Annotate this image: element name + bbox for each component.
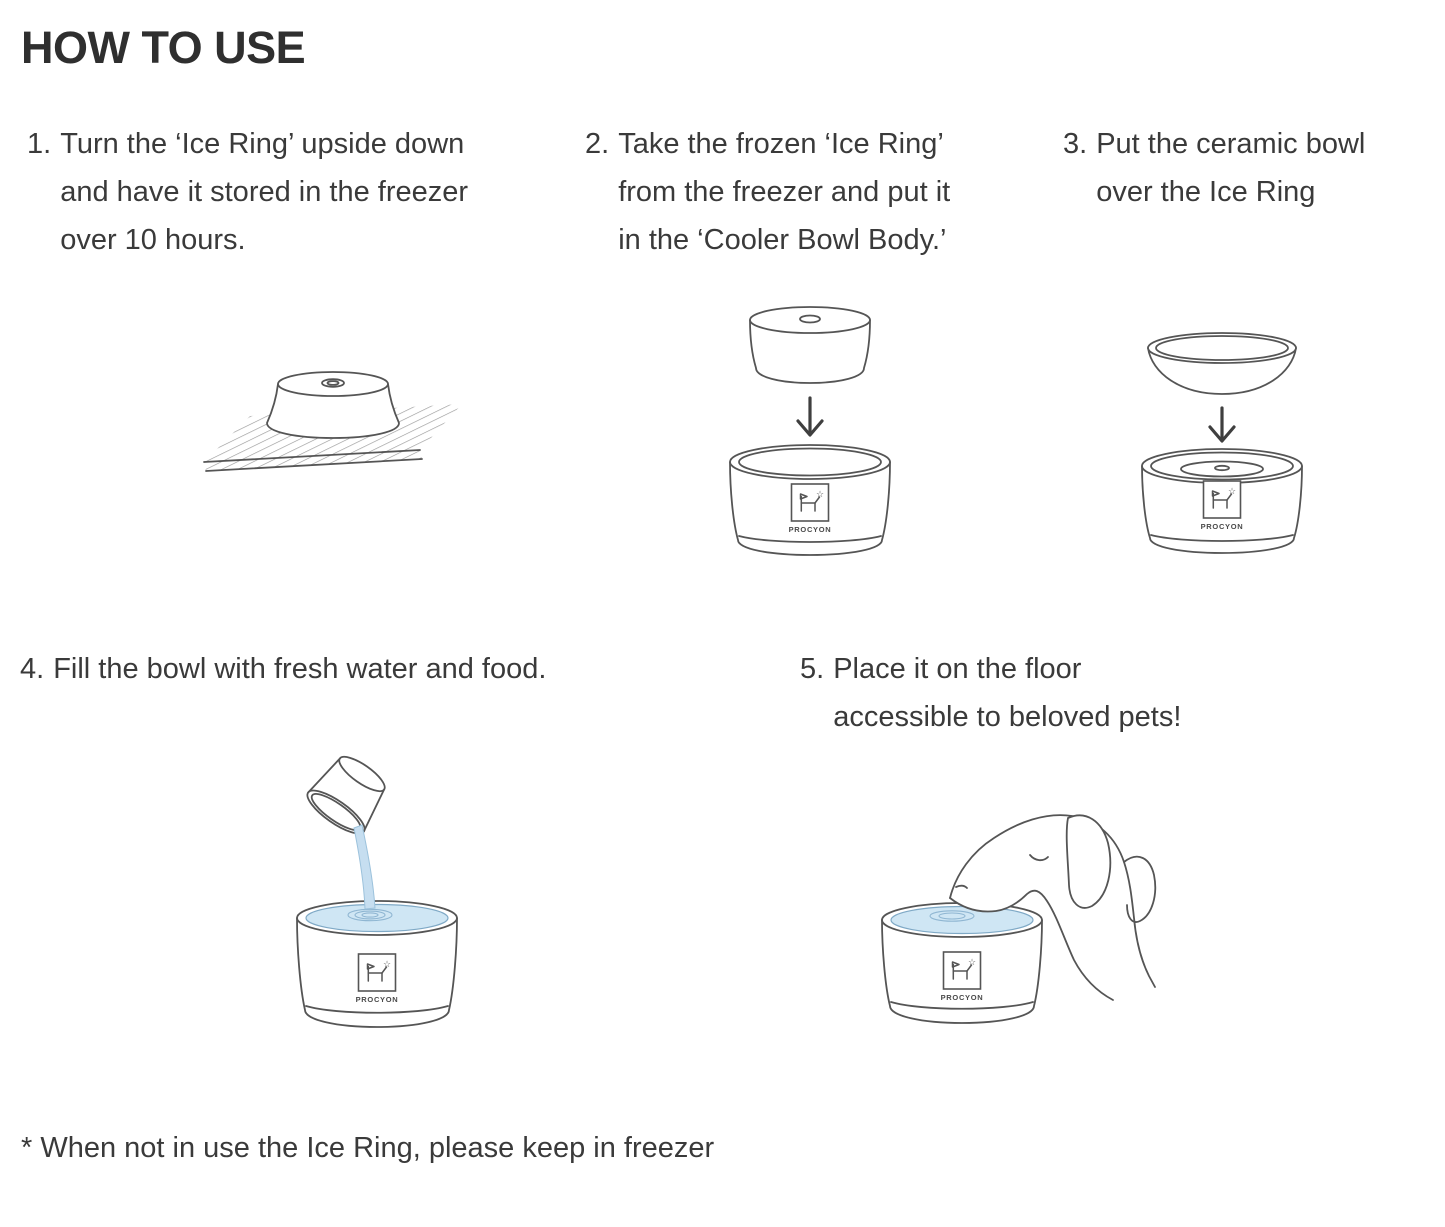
page-title: HOW TO USE: [21, 22, 306, 73]
water: [890, 905, 1034, 935]
procyon-logo: [354, 953, 400, 1005]
down-arrow-icon: [1208, 406, 1236, 443]
step-5-text: 5. Place it on the floor accessible to b…: [800, 645, 1260, 741]
ceramic-bowl: [1147, 332, 1297, 395]
dog: [949, 814, 1158, 1010]
ice-ring-inside: [1180, 460, 1264, 478]
water-stream: [353, 824, 376, 910]
step-3-instruction: Put the ceramic bowl over the Ice Ring: [1096, 128, 1366, 208]
water-ripples: [929, 910, 975, 922]
illustration-dog-drinking: [881, 814, 1158, 1024]
step-1-instruction: Turn the ‘Ice Ring’ upside down and have…: [60, 128, 469, 256]
dog-eye: [1029, 854, 1049, 862]
cooler-bowl-body: [729, 444, 891, 556]
step-4-number: 4.: [20, 653, 45, 685]
illustration-ice-ring-into-bowl: [729, 306, 891, 556]
down-arrow-icon: [796, 396, 824, 437]
dog-ear: [1065, 814, 1112, 909]
step-2-text: 2. Take the frozen ‘Ice Ring’ from the f…: [585, 120, 1025, 264]
footnote: * When not in use the Ice Ring, please k…: [21, 1132, 715, 1164]
dog-far-ear: [1123, 855, 1157, 923]
step-1-text: 1. Turn the ‘Ice Ring’ upside down and h…: [27, 120, 547, 264]
illustration-pouring-water: [296, 755, 458, 1028]
procyon-logo: [787, 483, 833, 535]
water-ripples: [347, 908, 393, 922]
step-1-number: 1.: [27, 128, 52, 160]
cooler-bowl-with-water: [881, 902, 1043, 1024]
step-3-number: 3.: [1063, 128, 1088, 160]
illustration-ice-ring-in-freezer: [203, 371, 462, 472]
illustration-ceramic-bowl-over-ice-ring: [1141, 332, 1303, 554]
step-2-instruction: Take the frozen ‘Ice Ring’ from the free…: [618, 128, 951, 256]
cooler-bowl-with-water: [296, 900, 458, 1028]
procyon-logo: [1199, 480, 1245, 532]
ice-ring-upside-down: [266, 371, 400, 439]
step-3-text: 3. Put the ceramic bowl over the Ice Rin…: [1063, 120, 1433, 216]
procyon-logo: [939, 951, 985, 1003]
step-5-instruction: Place it on the floor accessible to belo…: [833, 653, 1182, 733]
step-4-instruction: Fill the bowl with fresh water and food.: [53, 653, 547, 685]
step-2-number: 2.: [585, 128, 610, 160]
water-pitcher: [306, 755, 386, 835]
step-4-text: 4. Fill the bowl with fresh water and fo…: [20, 645, 660, 693]
cooler-bowl-body-with-ice-ring: [1141, 448, 1303, 554]
dog-nose: [955, 884, 968, 889]
dog-jaw-outline: [949, 889, 1114, 1001]
ice-ring: [749, 306, 871, 384]
step-5-number: 5.: [800, 653, 825, 685]
